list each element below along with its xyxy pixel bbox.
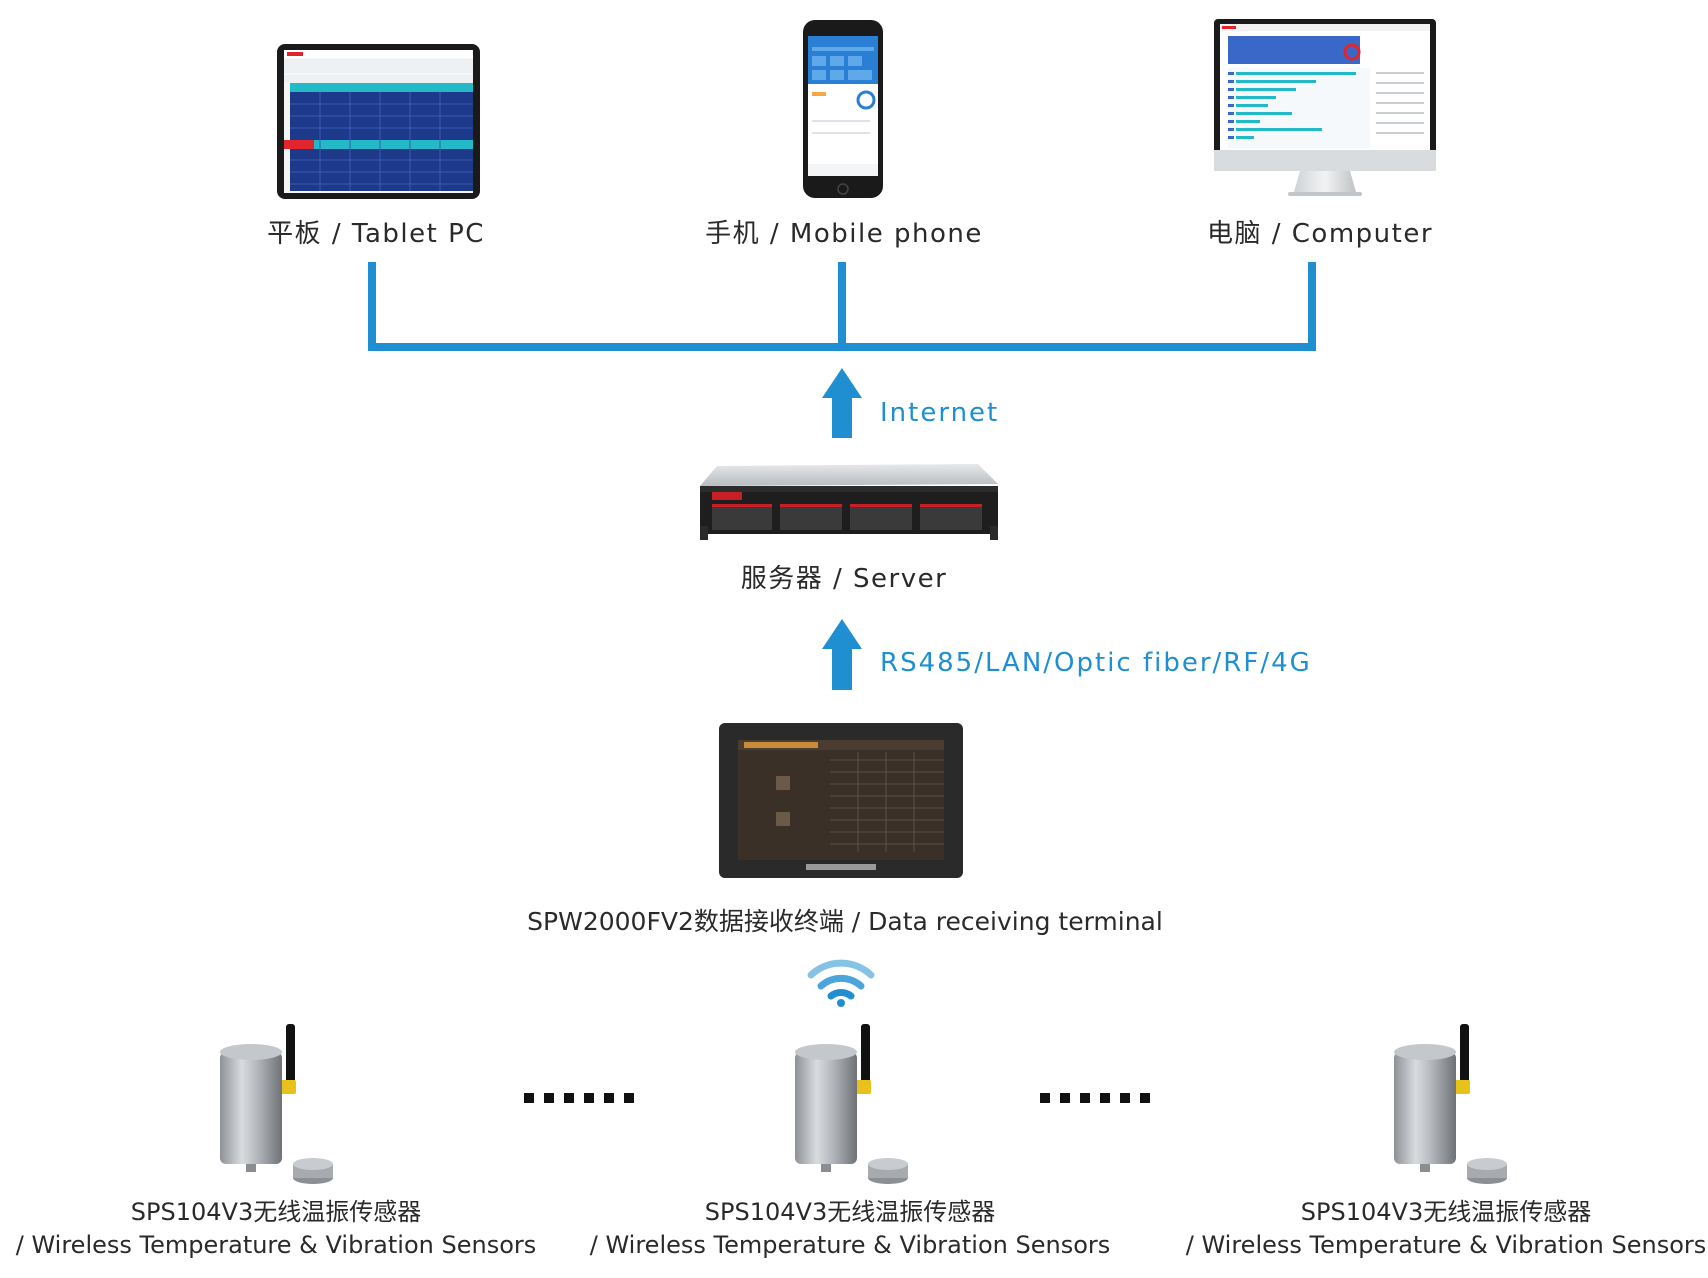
sensor-2-description: / Wireless Temperature & Vibration Senso… (589, 1231, 1111, 1259)
sensor-3-model: SPS104V3无线温振传感器 (1300, 1198, 1592, 1226)
sensor-2-label: SPS104V3无线温振传感器 / Wireless Temperature &… (590, 1196, 1111, 1262)
mobile-phone-label: 手机 / Mobile phone (705, 219, 983, 249)
mobile-phone-device (803, 20, 883, 198)
sensor-3-label: SPS104V3无线温振传感器 / Wireless Temperature &… (1186, 1196, 1707, 1262)
sensor-1-description: / Wireless Temperature & Vibration Senso… (15, 1231, 537, 1259)
server-device (700, 464, 998, 540)
device-bus-lines (368, 262, 1316, 351)
data-receiving-terminal (719, 723, 963, 878)
dots-separator-2 (1040, 1093, 1150, 1103)
sensor-1-image (220, 1024, 333, 1184)
internet-link-label: Internet (880, 398, 1000, 428)
tablet-device (277, 44, 480, 199)
sensor-2-model: SPS104V3无线温振传感器 (704, 1198, 996, 1226)
fieldbus-arrow (822, 619, 862, 690)
computer-label: 电脑 / Computer (1206, 219, 1434, 249)
dots-separator-1 (524, 1093, 634, 1103)
tablet-label: 平板 / Tablet PC (267, 219, 485, 249)
fieldbus-link-label: RS485/LAN/Optic fiber/RF/4G (880, 648, 1312, 678)
wifi-icon (807, 959, 875, 1007)
sensor-3-description: / Wireless Temperature & Vibration Senso… (1185, 1231, 1707, 1259)
sensor-2-image (795, 1024, 908, 1184)
terminal-label: SPW2000FV2数据接收终端 / Data receiving termin… (527, 907, 1163, 936)
sensor-1-label: SPS104V3无线温振传感器 / Wireless Temperature &… (16, 1196, 537, 1262)
computer-device (1214, 19, 1436, 196)
server-label: 服务器 / Server (740, 564, 948, 594)
sensor-3-image (1394, 1024, 1507, 1184)
sensor-1-model: SPS104V3无线温振传感器 (130, 1198, 422, 1226)
internet-arrow (822, 368, 862, 438)
